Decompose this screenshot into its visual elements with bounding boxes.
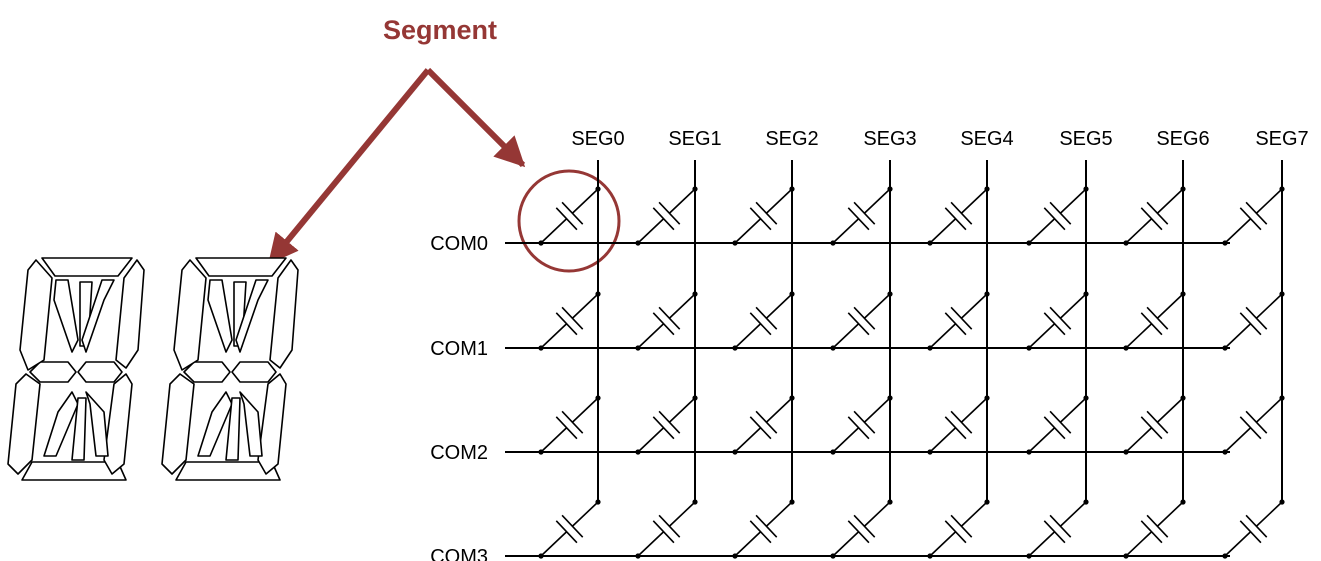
capacitor-seg7-com0: [1222, 186, 1285, 246]
seg-label-1: SEG1: [668, 128, 721, 150]
digit-segment: [173, 259, 207, 371]
seg-label-4: SEG4: [960, 128, 1013, 150]
digit-segment: [239, 391, 263, 457]
capacitor-seg0-com0: [538, 186, 601, 246]
capacitor-seg2-com1: [732, 291, 795, 351]
capacitor-seg7-com2: [1222, 395, 1285, 455]
capacitor-seg4-com2: [927, 395, 990, 455]
capacitor-seg0-com2: [538, 395, 601, 455]
digit-segment: [269, 259, 299, 369]
display-digit-1: [161, 257, 299, 481]
digit-segment: [207, 279, 233, 353]
digit-segment: [225, 397, 241, 461]
capacitor-seg7-com3: [1222, 499, 1285, 559]
seg-label-7: SEG7: [1255, 128, 1308, 150]
capacitor-seg3-com2: [830, 395, 893, 455]
capacitor-seg1-com0: [635, 186, 698, 246]
digit-segment: [85, 391, 109, 457]
com-label-3: COM3: [430, 546, 488, 561]
digit-segment: [195, 257, 287, 277]
arrow-to-matrix: [425, 67, 526, 168]
digit-segment: [53, 279, 79, 353]
capacitor-seg2-com2: [732, 395, 795, 455]
capacitor-seg1-com3: [635, 499, 698, 559]
com-label-2: COM2: [430, 442, 488, 464]
capacitor-seg5-com0: [1026, 186, 1089, 246]
digit-segment: [257, 373, 287, 475]
matrix-wires: [505, 160, 1283, 557]
digit-segment: [175, 461, 281, 481]
capacitor-seg6-com2: [1123, 395, 1186, 455]
capacitor-seg1-com1: [635, 291, 698, 351]
capacitor-seg2-com3: [732, 499, 795, 559]
capacitor-seg0-com3: [538, 499, 601, 559]
digit-segment: [235, 279, 269, 353]
capacitor-seg5-com2: [1026, 395, 1089, 455]
capacitor-seg5-com1: [1026, 291, 1089, 351]
digit-segment: [231, 361, 277, 383]
capacitor-seg1-com2: [635, 395, 698, 455]
capacitor-seg7-com1: [1222, 291, 1285, 351]
capacitor-seg3-com3: [830, 499, 893, 559]
digit-segment: [115, 259, 145, 369]
capacitor-seg4-com0: [927, 186, 990, 246]
digit-segment: [81, 279, 115, 353]
capacitor-seg6-com1: [1123, 291, 1186, 351]
matrix-capacitors: [538, 186, 1285, 559]
digit-segment: [21, 461, 127, 481]
display-digits: [7, 257, 299, 481]
digit-segment: [161, 373, 195, 475]
arrow-to-display: [267, 68, 431, 265]
segment-labels: SEG0 SEG1 SEG2 SEG3 SEG4 SEG5 SEG6 SEG7: [571, 128, 1308, 150]
capacitor-seg2-com0: [732, 186, 795, 246]
display-digit-0: [7, 257, 145, 481]
com-label-1: COM1: [430, 338, 488, 360]
com-label-0: COM0: [430, 233, 488, 255]
digit-segment: [7, 373, 41, 475]
capacitor-seg6-com3: [1123, 499, 1186, 559]
capacitor-seg3-com1: [830, 291, 893, 351]
seg-label-3: SEG3: [863, 128, 916, 150]
capacitor-seg4-com3: [927, 499, 990, 559]
digit-segment: [71, 397, 87, 461]
highlight-circle: [517, 169, 621, 273]
segment-title: Segment: [383, 15, 497, 45]
digit-segment: [41, 257, 133, 277]
digit-segment: [103, 373, 133, 475]
segment-callout: [267, 67, 621, 273]
capacitor-seg3-com0: [830, 186, 893, 246]
capacitor-seg6-com0: [1123, 186, 1186, 246]
capacitor-seg4-com1: [927, 291, 990, 351]
capacitor-seg0-com1: [538, 291, 601, 351]
seg-label-2: SEG2: [765, 128, 818, 150]
digit-segment: [19, 259, 53, 371]
seg-label-0: SEG0: [571, 128, 624, 150]
digit-segment: [77, 361, 123, 383]
seg-label-6: SEG6: [1156, 128, 1209, 150]
seg-label-5: SEG5: [1059, 128, 1112, 150]
capacitor-seg5-com3: [1026, 499, 1089, 559]
